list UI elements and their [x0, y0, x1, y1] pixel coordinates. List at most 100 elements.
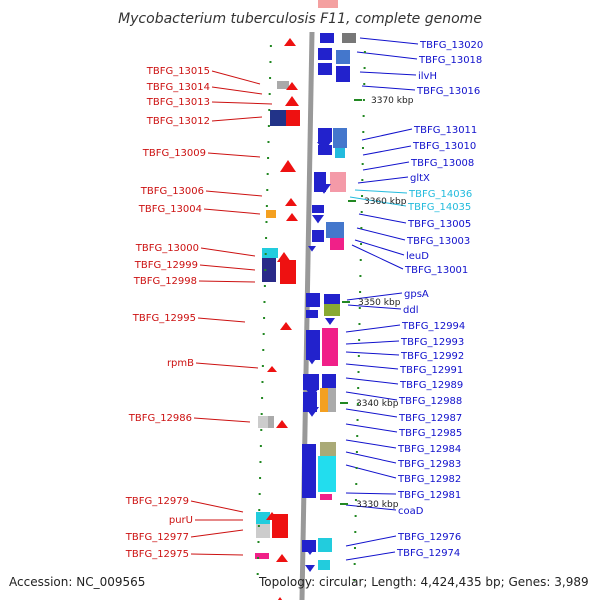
gene-label[interactable]: TBFG_12981 — [397, 490, 461, 501]
gene-arrow — [305, 548, 315, 555]
gene-label[interactable]: coaD — [398, 506, 424, 517]
gene-label[interactable]: TBFG_13006 — [140, 186, 204, 197]
tick-dot — [358, 339, 361, 341]
gene-feature — [324, 294, 340, 304]
scale-ticks — [340, 99, 362, 505]
leader-line — [345, 351, 400, 356]
gene-label[interactable]: ilvH — [418, 71, 437, 82]
gene-label[interactable]: TBFG_12977 — [125, 532, 189, 543]
gene-label[interactable]: TBFG_12993 — [400, 337, 464, 348]
gene-label[interactable]: TBFG_13015 — [146, 66, 210, 77]
leader-line — [190, 500, 244, 513]
gene-label[interactable]: TBFG_14035 — [407, 202, 471, 213]
leader-line — [345, 340, 400, 345]
gene-arrow — [277, 252, 291, 262]
gene-feature — [286, 110, 300, 126]
tick-dot — [264, 253, 267, 255]
tick-dot — [356, 419, 359, 421]
gene-label[interactable]: TBFG_13004 — [138, 204, 202, 215]
leader-line — [211, 116, 263, 122]
gene-feature — [262, 258, 276, 282]
gene-label[interactable]: TBFG_13014 — [146, 82, 210, 93]
gene-label[interactable]: TBFG_13018 — [418, 55, 482, 66]
gene-arrow — [305, 454, 315, 461]
tick-dot — [361, 179, 364, 181]
gene-label[interactable]: ddl — [403, 305, 418, 316]
gene-label[interactable]: TBFG_12983 — [397, 459, 461, 470]
leader-line — [193, 417, 251, 423]
gene-label[interactable]: TBFG_12984 — [397, 444, 461, 455]
gene-arrow — [284, 38, 296, 46]
tick-dot — [268, 109, 271, 111]
gene-label[interactable]: TBFG_13020 — [419, 40, 483, 51]
gene-label[interactable]: gpsA — [404, 289, 429, 300]
gene-label[interactable]: rpmB — [167, 358, 194, 369]
gene-feature — [318, 48, 332, 60]
gene-label[interactable]: TBFG_12979 — [125, 496, 189, 507]
tick-dot — [360, 211, 363, 213]
leader-line — [190, 553, 244, 556]
leader-line — [356, 227, 406, 241]
gene-arrow — [306, 356, 318, 365]
leader-line — [345, 464, 397, 479]
gene-label[interactable]: TBFG_13012 — [146, 116, 210, 127]
gene-label[interactable]: TBFG_13000 — [135, 243, 199, 254]
leader-line — [347, 304, 402, 310]
gene-label[interactable]: TBFG_13010 — [412, 141, 476, 152]
leader-line — [359, 71, 417, 76]
gene-label[interactable]: TBFG_12974 — [396, 548, 460, 559]
tick-dot — [354, 531, 357, 533]
gene-label[interactable]: TBFG_12976 — [397, 532, 461, 543]
gene-arrow — [305, 407, 319, 417]
gene-label[interactable]: TBFG_12998 — [133, 276, 197, 287]
gene-label[interactable]: TBFG_12995 — [132, 313, 196, 324]
gene-feature — [336, 50, 350, 64]
gene-label[interactable]: TBFG_13005 — [407, 219, 471, 230]
gene-label[interactable]: TBFG_12992 — [400, 351, 464, 362]
gene-label[interactable]: TBFG_12991 — [399, 365, 463, 376]
gene-feature — [320, 494, 332, 500]
gene-label[interactable]: TBFG_13011 — [413, 125, 477, 136]
gene-label[interactable]: TBFG_13001 — [404, 265, 468, 276]
gene-label[interactable]: TBFG_12986 — [128, 413, 192, 424]
gene-feature — [336, 66, 350, 82]
gene-label[interactable]: gltX — [410, 173, 430, 184]
gene-label[interactable]: leuD — [406, 251, 429, 262]
tick-dot — [264, 269, 267, 271]
tick-dot — [269, 77, 272, 79]
tick-dot — [363, 83, 366, 85]
tick-dot — [263, 285, 266, 287]
gene-label[interactable]: TBFG_12985 — [398, 428, 462, 439]
gene-label[interactable]: TBFG_12988 — [398, 396, 462, 407]
gene-label[interactable]: TBFG_13016 — [416, 86, 480, 97]
gene-label[interactable]: TBFG_14036 — [408, 189, 472, 200]
leader-line — [345, 535, 397, 547]
gene-label[interactable]: TBFG_13008 — [410, 158, 474, 169]
gene-label[interactable]: TBFG_12975 — [125, 549, 189, 560]
leader-line — [345, 363, 399, 370]
gene-arrow — [286, 82, 298, 90]
gene-label[interactable]: TBFG_12987 — [398, 413, 462, 424]
tick-dot — [265, 221, 268, 223]
gene-label[interactable]: TBFG_13003 — [406, 236, 470, 247]
gene-label[interactable]: TBFG_12999 — [134, 260, 198, 271]
gene-feature — [342, 33, 356, 43]
leader-line — [349, 196, 407, 207]
gene-label[interactable]: TBFG_13013 — [146, 97, 210, 108]
gene-feature — [322, 374, 336, 388]
gene-arrow — [312, 215, 324, 224]
gene-feature — [280, 260, 296, 284]
tick-dot — [358, 323, 361, 325]
leader-line — [345, 504, 397, 511]
gene-arrow — [267, 366, 277, 372]
gene-label[interactable]: TBFG_12989 — [399, 380, 463, 391]
gene-label[interactable]: TBFG_13009 — [142, 148, 206, 159]
leader-line — [197, 317, 246, 323]
tick-dot — [262, 333, 265, 335]
gene-label[interactable]: TBFG_12994 — [401, 321, 465, 332]
gene-label[interactable]: purU — [169, 515, 193, 526]
tick-dot — [268, 93, 271, 95]
gene-label[interactable]: TBFG_12982 — [397, 474, 461, 485]
leader-line — [211, 101, 273, 105]
